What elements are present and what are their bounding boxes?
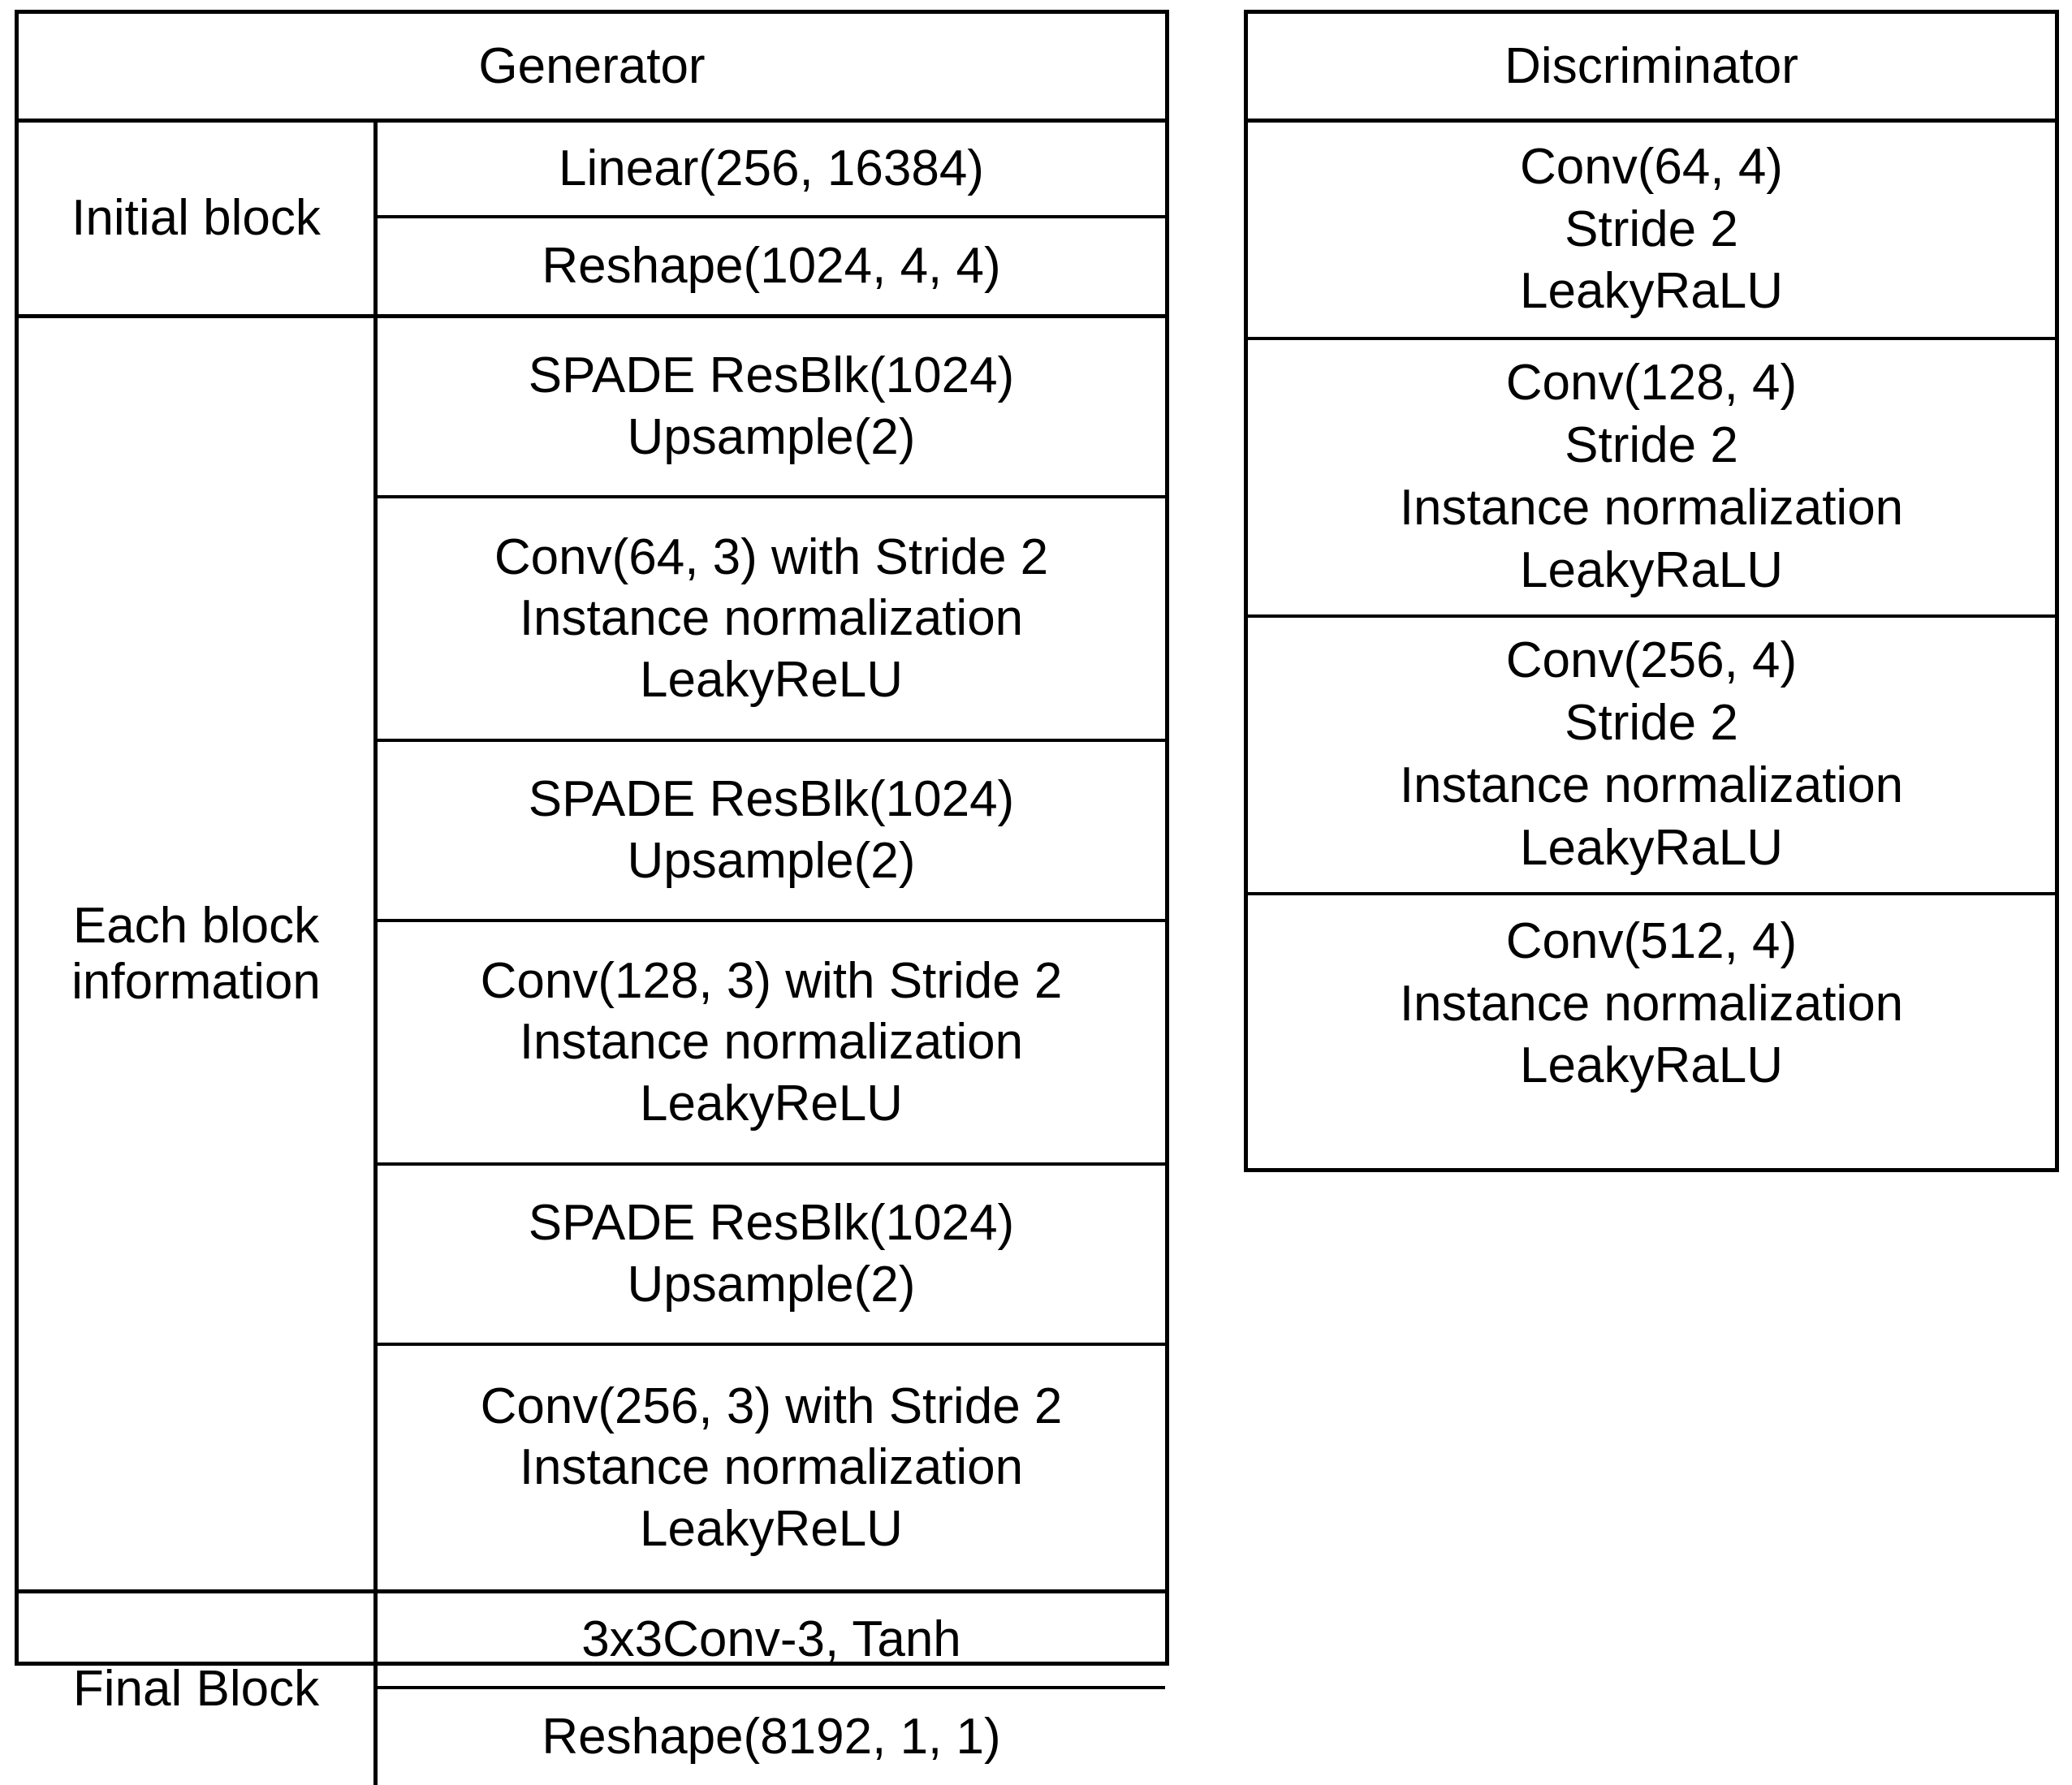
generator-body: Initial block Linear(256, 16384) Reshape…: [19, 123, 1165, 1785]
generator-layer-row: Reshape(1024, 4, 4): [542, 238, 1001, 295]
generator-layer-row: Reshape(8192, 1, 1): [542, 1709, 1001, 1766]
discriminator-title: Discriminator: [1248, 14, 2055, 123]
generator-layer-row: Linear(256, 16384): [378, 123, 1165, 218]
discriminator-layer-row: Conv(128, 4) Stride 2 Instance normaliza…: [1248, 340, 2055, 618]
discriminator-layer-row: Conv(64, 4) Stride 2 LeakyRaLU: [1248, 123, 2055, 340]
generator-layer-row: Conv(128, 3) with Stride 2 Instance norm…: [378, 922, 1165, 1166]
generator-group-rows-initial-block: Linear(256, 16384) Reshape(1024, 4, 4): [378, 123, 1165, 314]
discriminator-body: Conv(64, 4) Stride 2 LeakyRaLU Conv(128,…: [1248, 123, 2055, 1113]
generator-layer-row: SPADE ResBlk(1024) Upsample(2): [378, 1166, 1165, 1346]
generator-group-label-initial-block: Initial block: [19, 123, 378, 314]
generator-layer-row: SPADE ResBlk(1024) Upsample(2): [378, 318, 1165, 498]
generator-title: Generator: [19, 14, 1165, 123]
generator-group-each-block-information: Each block information SPADE ResBlk(1024…: [19, 318, 1165, 1593]
generator-group-label-final-block: Final Block: [19, 1593, 378, 1785]
architecture-diagram: Generator Initial block Linear(256, 1638…: [15, 10, 2059, 1785]
generator-group-final-block: Final Block 3x3Conv-3, Tanh Reshape(8192…: [19, 1593, 1165, 1785]
generator-group-rows-each-block-information: SPADE ResBlk(1024) Upsample(2) Conv(64, …: [378, 318, 1165, 1589]
discriminator-table: Discriminator Conv(64, 4) Stride 2 Leaky…: [1244, 10, 2059, 1172]
generator-group-initial-block: Initial block Linear(256, 16384) Reshape…: [19, 123, 1165, 318]
generator-layer-row: Conv(256, 3) with Stride 2 Instance norm…: [480, 1378, 1063, 1557]
discriminator-layer-row: Conv(256, 4) Stride 2 Instance normaliza…: [1248, 618, 2055, 895]
generator-group-label-each-block-information: Each block information: [19, 318, 378, 1589]
discriminator-layer-row: Conv(512, 4) Instance normalization Leak…: [1399, 912, 1904, 1094]
generator-layer-row: 3x3Conv-3, Tanh: [378, 1593, 1165, 1689]
generator-layer-row: Conv(64, 3) with Stride 2 Instance norma…: [378, 498, 1165, 742]
generator-group-rows-final-block: 3x3Conv-3, Tanh Reshape(8192, 1, 1): [378, 1593, 1165, 1785]
generator-layer-row: SPADE ResBlk(1024) Upsample(2): [378, 742, 1165, 922]
generator-table: Generator Initial block Linear(256, 1638…: [15, 10, 1169, 1785]
